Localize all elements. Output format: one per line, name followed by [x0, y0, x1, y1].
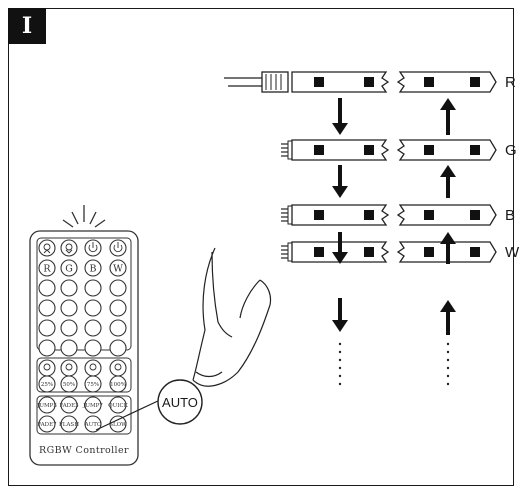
- svg-text:G: G: [65, 264, 73, 275]
- svg-text:FADE3: FADE3: [59, 403, 79, 409]
- color-key[interactable]: [38, 339, 56, 357]
- svg-text:QUICK: QUICK: [108, 403, 129, 409]
- color-key[interactable]: [84, 319, 102, 337]
- color-key[interactable]: [60, 299, 78, 317]
- continuation-dot: [338, 358, 342, 362]
- color-key[interactable]: [38, 319, 56, 337]
- svg-text:SLOW: SLOW: [109, 422, 127, 428]
- mode-key-jump7[interactable]: JUMP7: [82, 396, 103, 414]
- signal-rays-icon: [62, 205, 106, 228]
- continuation-dot: [338, 366, 342, 370]
- continuation-dot: [446, 382, 450, 386]
- svg-text:JUMP7: JUMP7: [82, 403, 103, 409]
- continuation-dot: [446, 374, 450, 378]
- continuation-dot: [446, 350, 450, 354]
- led-strip-left-segment: [281, 139, 390, 161]
- svg-text:FLASH: FLASH: [59, 422, 79, 428]
- led-strip-right-segment: [396, 71, 497, 93]
- arrow-up-icon: [440, 232, 456, 264]
- percent-key[interactable]: 25%: [38, 375, 56, 393]
- color-key-w[interactable]: W: [109, 259, 127, 277]
- svg-text:50%: 50%: [63, 382, 75, 388]
- color-key[interactable]: [84, 279, 102, 297]
- continuation-dot: [338, 342, 342, 346]
- continuation-dot: [446, 358, 450, 362]
- arrow-down-icon: [332, 232, 348, 264]
- color-key[interactable]: [84, 339, 102, 357]
- svg-text:25%: 25%: [41, 382, 53, 388]
- percent-key[interactable]: 50%: [60, 375, 78, 393]
- svg-text:B: B: [90, 264, 97, 275]
- led-strip-diagram: R G B W: [224, 71, 520, 386]
- color-key[interactable]: [60, 279, 78, 297]
- power-off-icon[interactable]: [109, 239, 127, 257]
- mode-key-auto[interactable]: AUTO: [84, 415, 102, 433]
- color-key[interactable]: [109, 339, 127, 357]
- arrow-down-icon: [332, 298, 348, 332]
- arrow-up-icon: [440, 300, 456, 335]
- svg-text:R: R: [43, 264, 51, 275]
- svg-text:FADE7: FADE7: [37, 422, 57, 428]
- arrow-up-icon: [440, 165, 456, 198]
- color-key-b[interactable]: B: [84, 259, 102, 277]
- continuation-dot: [446, 366, 450, 370]
- channel-label-g: G: [505, 142, 517, 159]
- continuation-dot: [446, 342, 450, 346]
- color-key-r[interactable]: R: [38, 259, 56, 277]
- auto-callout-label: AUTO: [162, 395, 198, 410]
- color-key[interactable]: [109, 319, 127, 337]
- svg-text:W: W: [113, 264, 123, 275]
- percent-key[interactable]: 75%: [84, 375, 102, 393]
- mode-key-fade7[interactable]: FADE7: [37, 415, 57, 433]
- white-brightness-key[interactable]: [60, 359, 78, 377]
- remote-caption: RGBW Controller: [39, 445, 129, 456]
- channel-label-w: W: [505, 244, 520, 261]
- white-brightness-key[interactable]: [84, 359, 102, 377]
- brightness-down-icon[interactable]: [60, 239, 78, 257]
- brightness-up-icon[interactable]: [38, 239, 56, 257]
- arrow-down-icon: [332, 165, 348, 198]
- svg-text:AUTO: AUTO: [84, 422, 102, 428]
- mode-key-flash[interactable]: FLASH: [59, 415, 79, 433]
- color-key[interactable]: [60, 319, 78, 337]
- arrow-down-icon: [332, 98, 348, 135]
- svg-text:75%: 75%: [87, 382, 99, 388]
- svg-text:JUMP3: JUMP3: [36, 403, 57, 409]
- arrow-up-icon: [440, 98, 456, 135]
- led-strip-right-segment: [396, 139, 497, 161]
- auto-callout-circle: [157, 379, 203, 425]
- svg-text:100%: 100%: [110, 382, 126, 388]
- color-key[interactable]: [109, 279, 127, 297]
- channel-label-r: R: [505, 74, 516, 91]
- mode-key-jump3[interactable]: JUMP3: [36, 396, 57, 414]
- mode-key-slow[interactable]: SLOW: [109, 415, 127, 433]
- color-key[interactable]: [109, 299, 127, 317]
- percent-key[interactable]: 100%: [109, 375, 127, 393]
- white-brightness-key[interactable]: [109, 359, 127, 377]
- color-key[interactable]: [38, 299, 56, 317]
- mode-key-quick[interactable]: QUICK: [108, 396, 129, 414]
- color-key-g[interactable]: G: [60, 259, 78, 277]
- continuation-dot: [338, 374, 342, 378]
- figure-badge: I: [8, 8, 46, 44]
- color-key[interactable]: [60, 339, 78, 357]
- continuation-dot: [338, 350, 342, 354]
- color-key[interactable]: [84, 299, 102, 317]
- auto-callout: AUTO: [95, 379, 203, 431]
- white-brightness-key[interactable]: [38, 359, 56, 377]
- color-key[interactable]: [38, 279, 56, 297]
- mode-key-fade3[interactable]: FADE3: [59, 396, 79, 414]
- power-on-icon[interactable]: [84, 239, 102, 257]
- finger-illustration: [192, 247, 272, 387]
- led-strip-left-segment: [281, 204, 390, 226]
- channel-label-b: B: [505, 207, 515, 224]
- led-strip-right-segment: [396, 204, 497, 226]
- led-strip-left-start: [224, 71, 390, 93]
- continuation-dot: [338, 382, 342, 386]
